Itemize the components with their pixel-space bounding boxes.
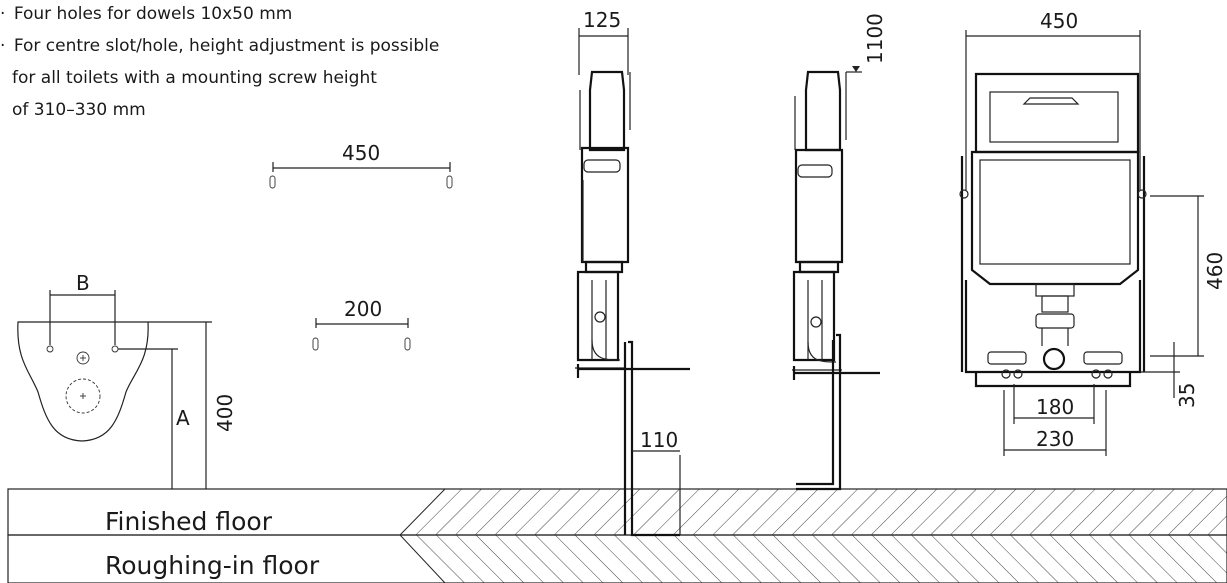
dim-b-label: B [76, 271, 90, 295]
dim-450-top-label: 450 [342, 141, 380, 165]
hole-spacing-450: 450 [269, 141, 453, 189]
note-text-4: of 310–330 mm [12, 100, 146, 120]
note-line-1: · Four holes for dowels 10x50 mm [0, 2, 292, 26]
note-line-2: · For centre slot/hole, height adjustmen… [0, 34, 439, 58]
hole-spacing-200: 200 [312, 297, 411, 351]
note-text-1: Four holes for dowels 10x50 mm [13, 4, 293, 24]
dim-a-label: A [176, 406, 190, 430]
dowel-hole [269, 175, 276, 189]
dowel-hole [404, 337, 411, 351]
dim-110-label: 110 [640, 428, 678, 452]
note-line-4: of 310–330 mm [12, 98, 146, 122]
frame-side-view-2: 1100 [792, 13, 887, 491]
dim-400-label: 400 [213, 394, 237, 432]
note-text-3: for all toilets with a mounting screw he… [12, 68, 377, 88]
dim-1100-label: 1100 [863, 13, 887, 64]
roughing-floor-label: Roughing-in floor [105, 551, 320, 580]
dowel-hole [446, 175, 453, 189]
dim-460-label: 460 [1203, 252, 1227, 290]
dim-35-label: 35 [1175, 383, 1199, 408]
frame-front-view: 450 460 35 [959, 9, 1227, 456]
roughing-floor-hatch [398, 534, 1227, 583]
finished-floor-hatch [398, 488, 1227, 536]
dim-200-label: 200 [344, 297, 382, 321]
dim-450-front-label: 450 [1040, 9, 1078, 33]
floor-bands: Finished floor Roughing-in floor [7, 488, 1227, 583]
note-text-2: For centre slot/hole, height adjustment … [13, 36, 440, 56]
toilet-pan-front: B A 400 [17, 271, 237, 489]
dowel-hole [312, 337, 319, 351]
bullet: · [0, 4, 6, 24]
frame-side-view-1: 125 110 [575, 8, 690, 537]
dim-180-label: 180 [1036, 395, 1074, 419]
dim-125-label: 125 [583, 8, 621, 32]
bullet: · [0, 36, 6, 56]
dim-230-label: 230 [1036, 427, 1074, 451]
note-line-3: for all toilets with a mounting screw he… [12, 66, 377, 90]
finished-floor-label: Finished floor [105, 507, 273, 536]
